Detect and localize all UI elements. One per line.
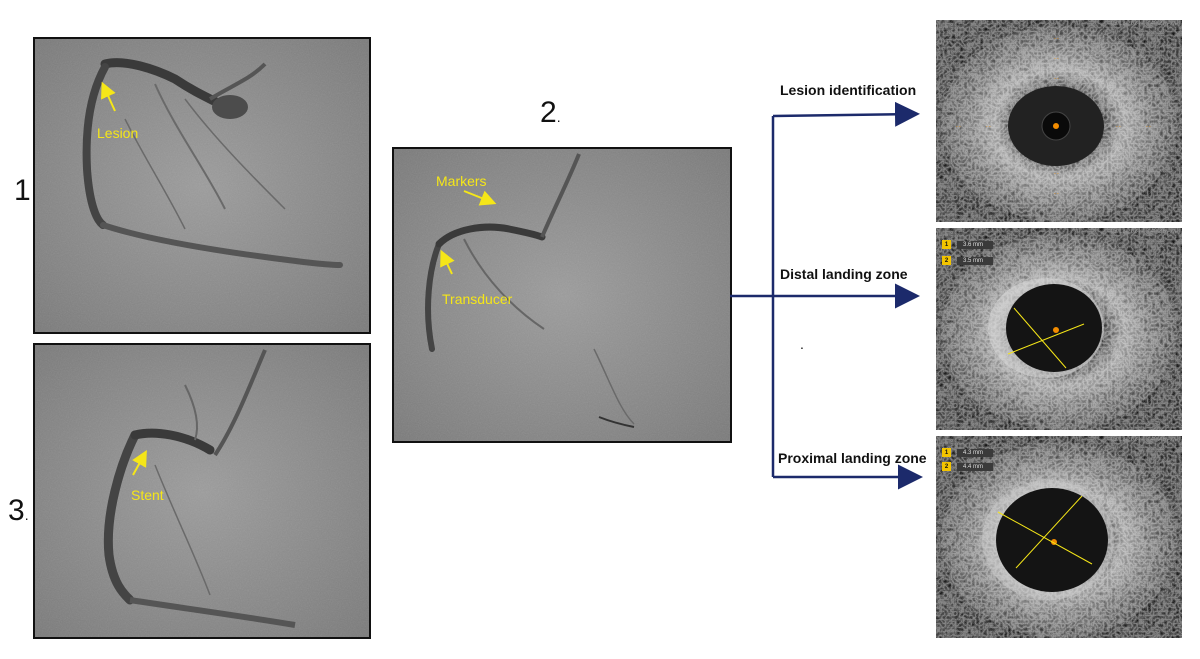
distal-landing-zone-label: Distal landing zone (780, 266, 908, 282)
svg-text:- -: - - (1054, 76, 1059, 82)
svg-text:- -: - - (956, 124, 961, 130)
lesion-label: Lesion (97, 125, 139, 141)
ivus-proximal-timestamp: 05/13/2024 08:48:46 AM (1110, 437, 1176, 443)
ivus-distal-timestamp: 05/13/2024 08:48:36 AM (1110, 229, 1176, 235)
svg-text:- -: - - (1054, 191, 1059, 197)
ivus-lesion-image: - - - - - - - - - - - - - - - - - - 05/13/2024… (936, 20, 1182, 222)
markers-label: Markers (436, 173, 487, 189)
branching-arrows (730, 101, 923, 490)
stent-label: Stent (131, 487, 164, 503)
svg-text:- -: - - (1054, 171, 1059, 177)
step-number-2: 2. (540, 96, 561, 129)
proximal-landing-zone-label: Proximal landing zone (778, 450, 927, 466)
transducer-label: Transducer (442, 291, 513, 307)
svg-text:- -: - - (1116, 124, 1121, 130)
lesion-identification-label: Lesion identification (780, 82, 917, 98)
step-number-1: 1 (14, 174, 31, 207)
svg-text:- -: - - (1054, 56, 1059, 62)
angiogram-panel-lesion: Lesion (33, 37, 371, 334)
svg-text:- -: - - (986, 124, 991, 130)
svg-text:- -: - - (1054, 36, 1059, 42)
step-number-3: 3. (8, 494, 29, 527)
angiogram-panel-ivus-catheter: Markers Transducer (392, 147, 732, 443)
stray-dot: . (800, 336, 804, 352)
ivus-lesion-timestamp: 05/13/2024 08:48:27 AM (1110, 21, 1176, 27)
angiogram-panel-stent: Stent (33, 343, 371, 639)
svg-text:- -: - - (1146, 124, 1151, 130)
